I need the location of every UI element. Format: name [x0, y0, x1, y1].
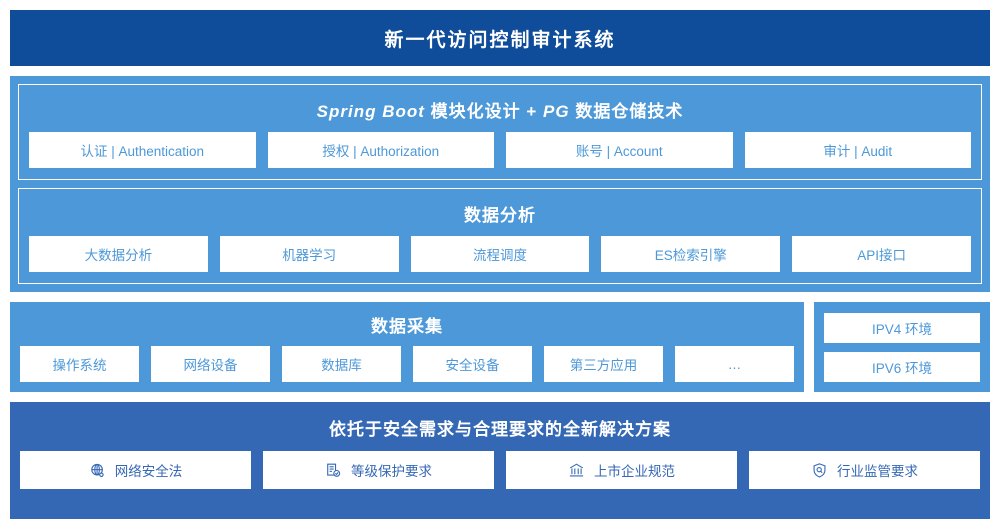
platform-panel: Spring Boot 模块化设计 + PG 数据仓储技术 认证 | Authe…: [10, 76, 990, 292]
document-check-icon: [325, 462, 342, 479]
analysis-card-es-search[interactable]: ES检索引擎: [601, 236, 781, 272]
collection-card-security-device[interactable]: 安全设备: [413, 346, 532, 382]
solution-card-label: 上市企业规范: [594, 464, 675, 479]
bank-icon: [568, 462, 585, 479]
solution-card-label: 行业监管要求: [837, 464, 918, 479]
platform-card-account[interactable]: 账号 | Account: [506, 132, 733, 168]
platform-section: Spring Boot 模块化设计 + PG 数据仓储技术 认证 | Authe…: [18, 84, 982, 180]
analysis-card-process-scheduling[interactable]: 流程调度: [410, 236, 590, 272]
globe-icon: [89, 462, 106, 479]
collection-row: 数据采集 操作系统 网络设备 数据库 安全设备 第三方应用 … IPV4 环境 …: [10, 302, 990, 392]
solution-card-label: 网络安全法: [114, 464, 183, 479]
collection-card-operating-system[interactable]: 操作系统: [20, 346, 139, 382]
platform-card-authentication[interactable]: 认证 | Authentication: [29, 132, 256, 168]
analysis-section: 数据分析 大数据分析 机器学习 流程调度 ES检索引擎 API接口: [18, 188, 982, 284]
collection-card-third-party-app[interactable]: 第三方应用: [544, 346, 663, 382]
collection-card-row: 操作系统 网络设备 数据库 安全设备 第三方应用 …: [20, 346, 794, 382]
solution-panel: 依托于安全需求与合理要求的全新解决方案 网络安全法: [10, 402, 990, 519]
analysis-card-api[interactable]: API接口: [792, 236, 971, 272]
solution-card-row: 网络安全法 等级保护要求: [20, 451, 980, 489]
page-header: 新一代访问控制审计系统: [10, 10, 990, 66]
platform-card-authorization[interactable]: 授权 | Authorization: [267, 132, 494, 168]
solution-card-classified-protection[interactable]: 等级保护要求: [263, 451, 494, 489]
environment-card-ipv4[interactable]: IPV4 环境: [824, 312, 980, 343]
platform-title-pg: PG: [543, 102, 570, 121]
platform-card-audit[interactable]: 审计 | Audit: [744, 132, 971, 168]
solution-card-industry-regulation[interactable]: 行业监管要求: [749, 451, 980, 489]
shield-search-icon: [811, 462, 828, 479]
collection-card-more[interactable]: …: [675, 346, 794, 382]
analysis-card-machine-learning[interactable]: 机器学习: [219, 236, 399, 272]
analysis-card-row: 大数据分析 机器学习 流程调度 ES检索引擎 API接口: [29, 236, 971, 272]
solution-card-listed-company-standard[interactable]: 上市企业规范: [506, 451, 737, 489]
analysis-card-bigdata[interactable]: 大数据分析: [29, 236, 208, 272]
environment-panel: IPV4 环境 IPV6 环境: [814, 302, 990, 392]
environment-card-ipv6[interactable]: IPV6 环境: [824, 351, 980, 382]
platform-title-tail: 数据仓储技术: [569, 102, 684, 121]
collection-card-network-device[interactable]: 网络设备: [151, 346, 270, 382]
platform-title-mid: 模块化设计 +: [424, 102, 544, 121]
page-title: 新一代访问控制审计系统: [384, 29, 616, 51]
solution-card-cybersecurity-law[interactable]: 网络安全法: [20, 451, 251, 489]
platform-card-row: 认证 | Authentication 授权 | Authorization 账…: [29, 132, 971, 168]
platform-section-title: Spring Boot 模块化设计 + PG 数据仓储技术: [29, 97, 971, 122]
analysis-section-title: 数据分析: [464, 206, 536, 225]
collection-card-database[interactable]: 数据库: [282, 346, 401, 382]
solution-card-label: 等级保护要求: [351, 464, 432, 479]
solution-section-title: 依托于安全需求与合理要求的全新解决方案: [329, 420, 671, 439]
collection-panel: 数据采集 操作系统 网络设备 数据库 安全设备 第三方应用 …: [10, 302, 804, 392]
platform-title-springboot: Spring Boot: [316, 102, 425, 121]
collection-section-title: 数据采集: [371, 317, 443, 336]
